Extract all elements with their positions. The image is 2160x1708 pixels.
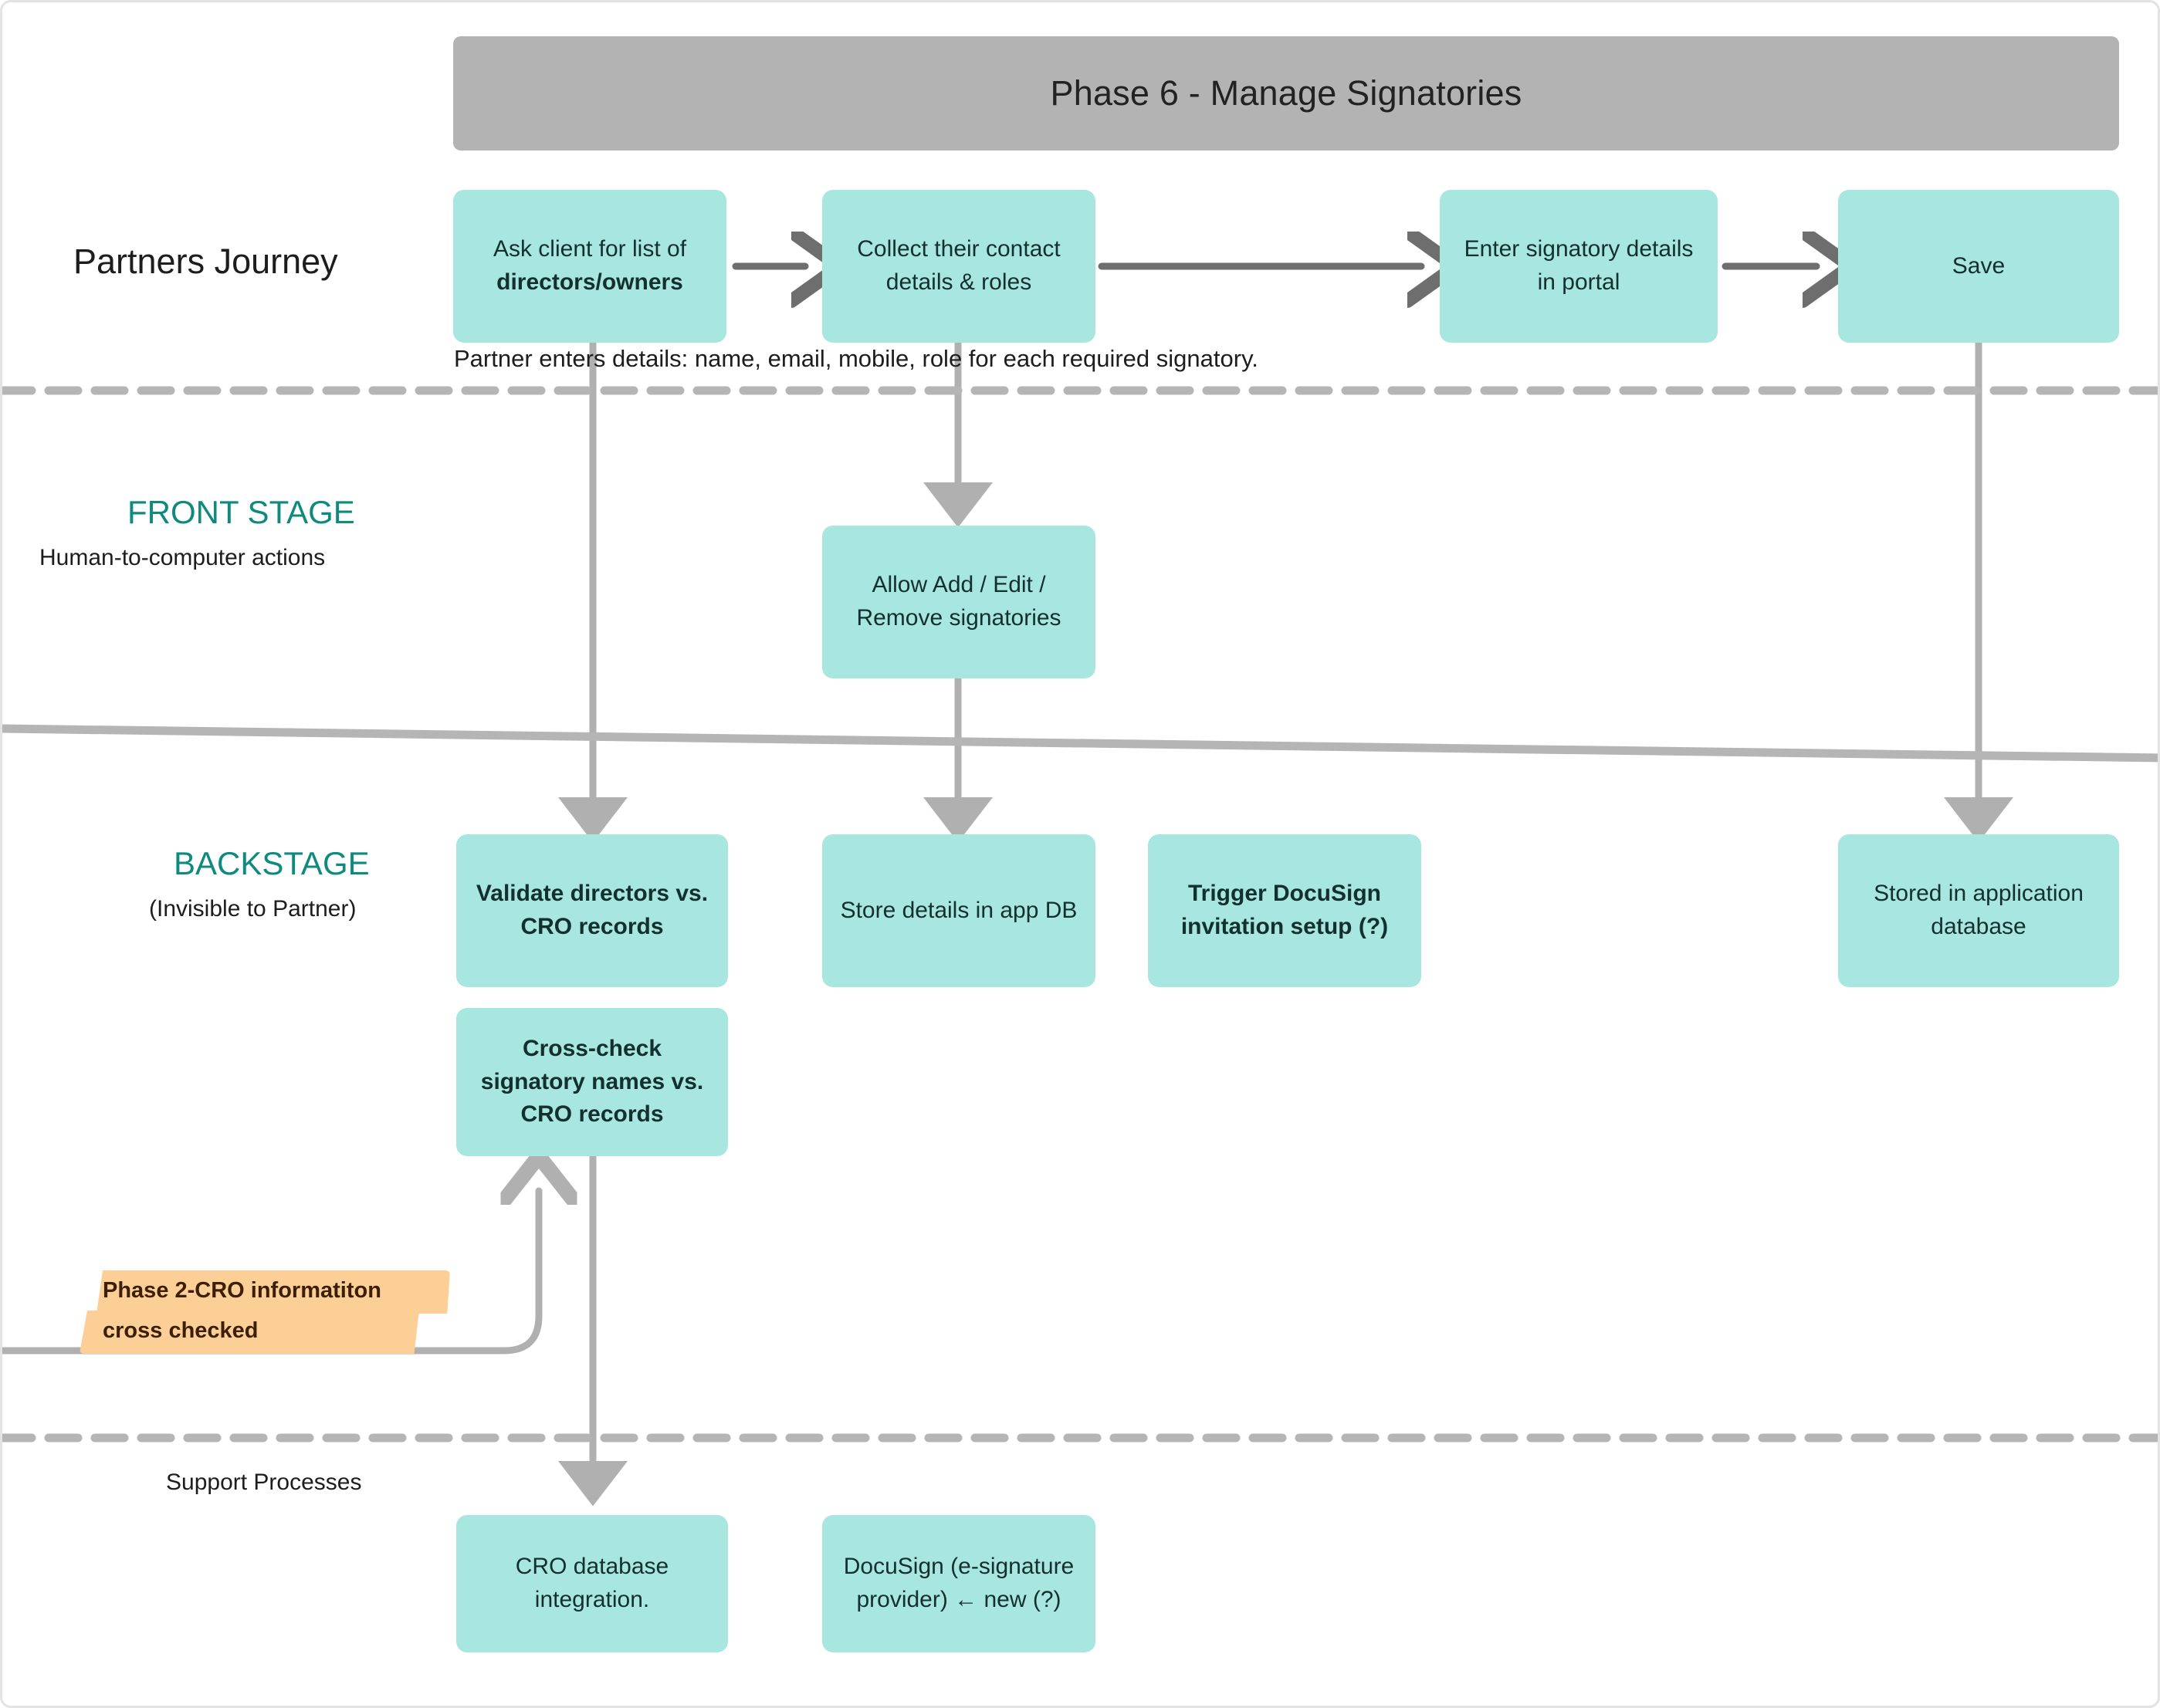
- page-title: Phase 6 - Manage Signatories: [1050, 73, 1522, 113]
- step-text-ask-client-bold: directors/owners: [496, 269, 683, 295]
- step-box-cross-check-signatories[interactable]: Cross-check signatory names vs. CRO reco…: [456, 1008, 728, 1156]
- annotation-tag-phase2-cro[interactable]: Phase 2-CRO informatiton cross checked: [80, 1270, 450, 1360]
- step-box-ask-client[interactable]: Ask client for list of directors/owners: [453, 190, 726, 343]
- step-box-collect-contact[interactable]: Collect their contact details & roles: [822, 190, 1095, 343]
- annotation-tag-bar-1: [96, 1270, 450, 1314]
- caption-partner-enters-details: Partner enters details: name, email, mob…: [454, 345, 1258, 372]
- line-of-visibility: [2, 724, 2158, 763]
- step-box-enter-signatory[interactable]: Enter signatory details in portal: [1440, 190, 1718, 343]
- step-box-stored-in-application-database[interactable]: Stored in application database: [1838, 834, 2119, 987]
- annotation-tag-line-2: cross checked: [103, 1318, 259, 1343]
- phase-title-banner: Phase 6 - Manage Signatories: [453, 36, 2119, 151]
- lane-label-front-stage: FRONT STAGE: [127, 494, 355, 530]
- step-box-allow-add-edit-remove[interactable]: Allow Add / Edit / Remove signatories: [822, 526, 1095, 678]
- step-box-store-details[interactable]: Store details in app DB: [822, 834, 1095, 987]
- step-box-cro-database-integration[interactable]: CRO database integration.: [456, 1515, 728, 1652]
- lane-label-support-processes: Support Processes: [166, 1470, 362, 1495]
- step-box-trigger-docusign[interactable]: Trigger DocuSign invitation setup (?): [1148, 834, 1421, 987]
- step-text-ask-client-plain: Ask client for list of: [493, 236, 687, 262]
- lane-sublabel-backstage: (Invisible to Partner): [149, 896, 357, 922]
- annotation-tag-bar-2: [80, 1311, 419, 1354]
- lane-sublabel-front-stage: Human-to-computer actions: [39, 545, 326, 570]
- lane-label-partners-journey: Partners Journey: [73, 242, 338, 281]
- step-box-docusign-provider[interactable]: DocuSign (e-signature provider) ← new (?…: [822, 1515, 1095, 1652]
- lane-label-backstage: BACKSTAGE: [174, 845, 370, 881]
- annotation-tag-line-1: Phase 2-CRO informatiton: [103, 1278, 381, 1303]
- step-box-validate-directors[interactable]: Validate directors vs. CRO records: [456, 834, 728, 987]
- step-box-save[interactable]: Save: [1838, 190, 2119, 343]
